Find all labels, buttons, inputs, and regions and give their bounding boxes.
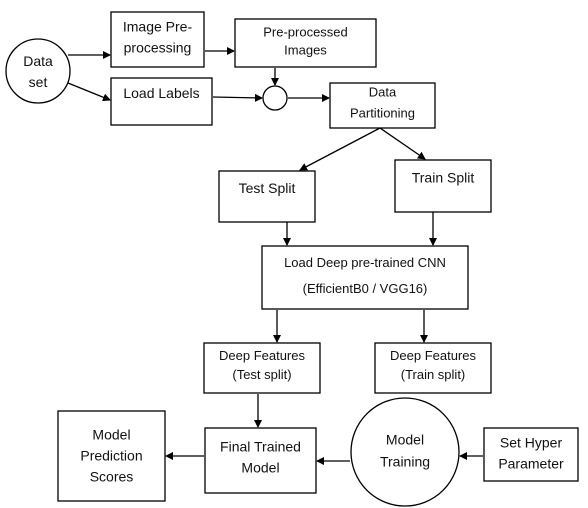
- deep-features-test-node-label: Deep Features: [219, 348, 305, 363]
- set-hyper-parameter-node-box: [483, 427, 579, 482]
- test-split-node-box: [218, 170, 316, 223]
- load-cnn-node: Load Deep pre-trained CNN (EfficientB0 / …: [261, 245, 469, 310]
- edge-partitioning-to-train-split: [379, 127, 426, 160]
- load-labels-node-box: [110, 77, 213, 126]
- model-training-node-label: Model: [386, 432, 424, 448]
- test-split-node-label: Test Split: [239, 180, 296, 196]
- test-split-node: Test Split: [218, 170, 316, 223]
- data-partitioning-node-label: Partitioning: [350, 105, 415, 120]
- dataset-node-label: Data: [23, 53, 53, 69]
- model-prediction-scores-node-label: Prediction: [80, 448, 142, 464]
- model-prediction-scores-node-label: Scores: [90, 469, 134, 485]
- model-prediction-scores-node-label: Model: [92, 427, 130, 443]
- deep-features-train-node: Deep Features (Train split): [374, 342, 492, 394]
- preprocessed-images-node-label: Pre-processed: [263, 24, 348, 39]
- load-cnn-node-label: Load Deep pre-trained CNN: [284, 255, 446, 270]
- merge-junction-node-circle: [262, 85, 288, 111]
- image-preprocessing-node: Image Pre-processing: [110, 11, 205, 68]
- dataset-node-circle: [5, 38, 71, 104]
- flowchart-edges: [67, 47, 483, 465]
- deep-features-train-node-box: [374, 342, 492, 394]
- edge-dataset-to-load-labels: [67, 82, 111, 102]
- load-cnn-node-box: [261, 245, 469, 310]
- data-partitioning-node-label: Data: [369, 84, 397, 99]
- model-prediction-scores-node-box: [57, 410, 166, 502]
- flowchart-nodes: Data set Image Pre-processing Pre-processed…: [5, 11, 579, 507]
- model-training-node-label: Training: [380, 454, 430, 470]
- preprocessed-images-node-label: Images: [284, 42, 327, 57]
- deep-features-test-node-box: [203, 342, 321, 394]
- train-split-node-label: Train Split: [412, 170, 475, 186]
- final-trained-model-node-label: Final Trained: [220, 439, 301, 455]
- train-split-node-box: [394, 159, 492, 213]
- final-trained-model-node-label: Model: [241, 460, 279, 476]
- preprocessed-images-node-box: [234, 18, 377, 68]
- train-split-node: Train Split: [394, 159, 492, 213]
- image-preprocessing-node-box: [110, 11, 205, 68]
- edge-partitioning-to-test-split: [299, 127, 381, 171]
- image-preprocessing-node-label: processing: [124, 40, 192, 56]
- merge-junction-node: [262, 85, 288, 111]
- image-preprocessing-node-label: Image Pre-: [123, 19, 193, 35]
- dataset-node: Data set: [5, 38, 71, 104]
- deep-features-train-node-label: Deep Features: [390, 348, 476, 363]
- edge-load-labels-to-merge: [212, 93, 263, 102]
- load-labels-node-label: Load Labels: [123, 85, 199, 101]
- data-partitioning-node-box: [329, 82, 436, 129]
- dataset-node-label: set: [29, 74, 48, 90]
- model-training-node-circle: [350, 397, 460, 507]
- load-cnn-node-label: (EfficientB0 / VGG16): [303, 281, 428, 296]
- deep-features-train-node-label: (Train split): [401, 367, 466, 382]
- deep-features-test-node: Deep Features (Test split): [203, 342, 321, 394]
- final-trained-model-node-box: [204, 427, 317, 494]
- set-hyper-parameter-node-label: Parameter: [498, 456, 564, 472]
- deep-features-test-node-label: (Test split): [232, 367, 291, 382]
- load-labels-node: Load Labels: [110, 77, 213, 126]
- set-hyper-parameter-node-label: Set Hyper: [500, 435, 563, 451]
